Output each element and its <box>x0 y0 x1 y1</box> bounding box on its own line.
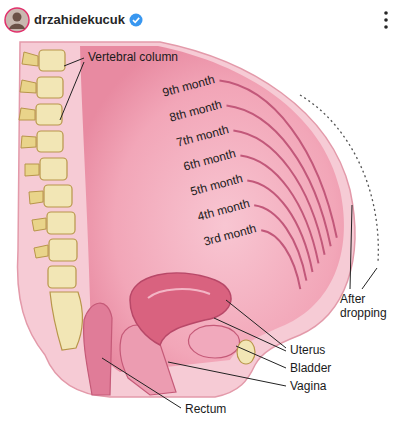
month-label: 3rd month <box>202 221 258 249</box>
part-label: Vertebral column <box>88 50 178 64</box>
uterus-cavity <box>148 289 210 298</box>
leader-line <box>60 62 84 120</box>
spinous-process <box>20 80 36 93</box>
avatar-body <box>9 24 25 29</box>
leader-line <box>168 362 286 386</box>
avatar-head <box>13 13 22 22</box>
pubic-bone <box>237 340 255 364</box>
vertebra <box>49 239 77 261</box>
vertebra <box>36 104 62 125</box>
part-label: Uterus <box>290 343 325 357</box>
header-bar <box>0 0 400 40</box>
bladder <box>189 325 240 358</box>
vertebra <box>39 50 65 71</box>
leader-line <box>350 205 352 289</box>
avatar <box>5 8 29 32</box>
part-label: Bladder <box>290 361 331 375</box>
vertebra <box>44 185 72 207</box>
month-label: 9th month <box>161 72 216 99</box>
sacrum <box>50 292 82 350</box>
month-label: 8th month <box>168 97 223 124</box>
abdominal-cavity <box>80 46 344 372</box>
spinous-process <box>34 245 48 258</box>
spinous-process <box>21 136 36 148</box>
leader-line <box>226 300 286 348</box>
leader-line <box>64 58 84 66</box>
spinous-process <box>19 108 35 120</box>
menu-dot <box>384 11 388 15</box>
account-handle: drzahidekucuk <box>34 12 125 28</box>
leader-line <box>214 318 286 351</box>
body-outline <box>17 42 354 397</box>
rectum <box>84 303 112 395</box>
leader-line <box>362 268 377 289</box>
month-label: 7th month <box>175 122 230 149</box>
spinous-process <box>25 164 39 176</box>
menu-dot <box>384 25 388 29</box>
spinous-process <box>22 52 38 66</box>
month-label: 5th month <box>189 172 244 199</box>
month-label: 6th month <box>182 147 237 174</box>
vertebra <box>47 212 75 234</box>
vertebra <box>37 131 63 152</box>
vertebral-column <box>19 50 82 350</box>
part-label: Vagina <box>290 379 326 393</box>
vertebra <box>48 266 76 288</box>
month-arc <box>261 230 300 289</box>
spinous-process <box>32 218 46 231</box>
leader-line <box>102 358 181 408</box>
leader-lines <box>60 58 377 408</box>
verified-badge <box>129 13 143 27</box>
month-arc <box>247 180 312 272</box>
spinous-process <box>29 191 43 204</box>
vertebra <box>37 77 63 98</box>
vertebra <box>40 158 67 180</box>
part-label: Rectum <box>185 402 226 416</box>
leader-line <box>236 346 286 368</box>
month-label: 4th month <box>196 197 251 224</box>
menu-dot <box>384 18 388 22</box>
part-label: After dropping <box>340 292 396 320</box>
